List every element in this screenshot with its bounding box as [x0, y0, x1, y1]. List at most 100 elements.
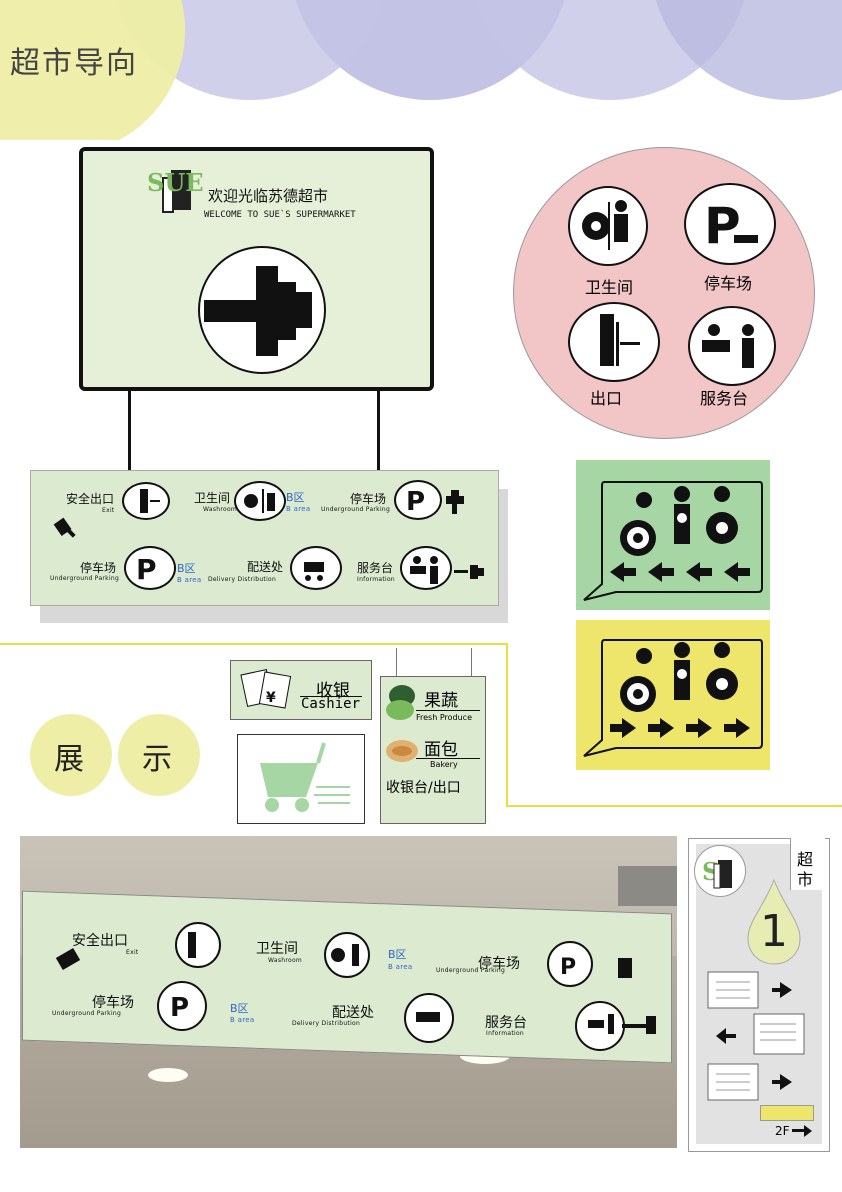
hs-washroom-cn: 卫生间	[194, 491, 231, 505]
hs-parking2-cn: 停车场	[80, 561, 117, 575]
hs-parking-cn: 停车场	[350, 492, 387, 506]
ps-parking-cn: 停车场	[478, 956, 520, 972]
yellow-panel	[576, 620, 770, 770]
display-badge-2	[118, 714, 200, 796]
icon-label-parking: 停车场	[704, 274, 753, 293]
floor-title-top: 超	[797, 850, 814, 869]
cashier-underline	[300, 696, 362, 697]
ps-service-en: Information	[486, 1030, 525, 1037]
photo-sign-icons: P P	[55, 922, 656, 1051]
hs-washroom-en: Washroom	[203, 506, 238, 513]
floor-number: 1	[760, 906, 788, 957]
hs-parking2-area-cn: B区	[177, 562, 196, 575]
welcome-sign-post-left	[128, 388, 131, 472]
icon-label-washroom: 卫生间	[585, 278, 634, 297]
sue-logo: SUE	[145, 162, 204, 216]
hs-washroom-area-en: B area	[286, 505, 311, 513]
bread-icon	[386, 740, 418, 762]
icon-label-service: 服务台	[700, 389, 749, 408]
hs-parking2-icon: P	[124, 546, 176, 590]
ps-delivery-cn: 配送处	[332, 1005, 374, 1021]
svg-text:P: P	[136, 553, 157, 586]
facility-icons-circle	[513, 147, 815, 439]
mint-panel	[576, 460, 770, 610]
divider-right	[506, 805, 842, 807]
produce-sign-wire-right	[471, 648, 472, 676]
hs-parking2-en: Underground Parking	[50, 575, 120, 582]
ps-washroom-en: Washroom	[268, 957, 303, 964]
ps-parking2-en: Underground Parking	[52, 1010, 122, 1017]
hs-parking2-area-en: B area	[177, 576, 202, 584]
welcome-title-cn: 欢迎光临苏德超市	[208, 187, 329, 205]
header-waves	[0, 0, 842, 140]
checkout-exit-label: 收银台/出口	[386, 780, 461, 796]
produce-sign-wire-left	[396, 648, 397, 676]
hs-exit-icon	[122, 482, 170, 520]
hs-delivery-cn: 配送处	[247, 560, 284, 574]
service-desk-icon	[688, 306, 776, 386]
floor-drop-icon	[747, 878, 801, 965]
floor-title-box	[790, 838, 825, 890]
ps-delivery-en: Delivery Distribution	[292, 1020, 361, 1027]
produce-underline	[416, 710, 480, 711]
hs-service-icon	[400, 546, 452, 590]
ps-parking-en: Underground Parking	[436, 967, 506, 974]
cart-icon	[260, 742, 350, 812]
hs-washroom-area-cn: B区	[286, 491, 305, 504]
cashier-en: Cashier	[301, 696, 361, 712]
hs-parking-icon: P	[394, 480, 442, 520]
ps-exit-en: Exit	[126, 949, 139, 956]
exit-icon	[568, 302, 660, 382]
ps-parking2-area-en: B area	[230, 1016, 255, 1024]
ps-washroom-cn: 卫生间	[256, 941, 298, 957]
arrow-up-icon	[446, 490, 464, 514]
hs-exit-cn: 安全出口	[66, 492, 115, 506]
icon-label-exit: 出口	[590, 389, 623, 408]
parking-icon: P	[684, 183, 776, 265]
bakery-cn: 面包	[424, 740, 458, 760]
mint-panel-graphic	[583, 481, 763, 601]
hs-washroom-icon	[234, 481, 286, 521]
divider-left	[0, 643, 508, 645]
display-char-2: 示	[142, 742, 172, 777]
produce-en: Fresh Produce	[416, 713, 472, 722]
floor-title-bottom: 市	[797, 870, 814, 889]
arrow-down-left-icon	[53, 517, 76, 538]
divider-vertical	[506, 643, 508, 806]
svg-text:¥: ¥	[266, 690, 276, 706]
floor-logo: S	[702, 857, 732, 889]
svg-text:P: P	[406, 487, 425, 517]
produce-cn: 果蔬	[424, 691, 458, 711]
ps-washroom-area-cn: B区	[388, 948, 407, 961]
hs-service-cn: 服务台	[357, 561, 394, 575]
svg-text:P: P	[560, 955, 576, 980]
page-title: 超市导向	[10, 46, 138, 81]
svg-text:P: P	[704, 197, 741, 255]
welcome-sign-post-right	[377, 388, 380, 472]
ps-exit-cn: 安全出口	[72, 933, 128, 949]
bakery-underline	[416, 758, 480, 759]
washroom-icon	[568, 186, 648, 266]
ps-service-cn: 服务台	[485, 1015, 527, 1031]
sue-logo-text: SUE	[147, 168, 204, 197]
ps-parking2-area-cn: B区	[230, 1002, 249, 1015]
floor-link-arrow-icon	[792, 1125, 812, 1137]
floor-link: 2F	[775, 1124, 790, 1138]
floor-directions	[707, 971, 805, 1101]
ps-washroom-area-en: B area	[388, 963, 413, 971]
hs-parking-en: Underground Parking	[321, 506, 391, 513]
floor-indicator-bar	[760, 1105, 814, 1121]
hs-cart-icon	[290, 546, 342, 590]
hs-exit-en: Exit	[102, 507, 115, 514]
svg-text:P: P	[170, 993, 189, 1023]
yellow-panel-graphic	[583, 639, 763, 757]
produce-icon	[386, 685, 415, 720]
arrow-right-small-icon	[454, 565, 484, 579]
ps-parking2-cn: 停车场	[92, 995, 134, 1011]
hs-delivery-en: Delivery Distribution	[208, 576, 277, 583]
display-badge-1	[30, 714, 112, 796]
cashier-money-icon: ¥	[240, 669, 292, 709]
hs-service-en: Information	[357, 576, 396, 583]
welcome-title-en: WELCOME TO SUE`S SUPERMARKET	[204, 210, 356, 220]
display-char-1: 展	[54, 742, 84, 777]
